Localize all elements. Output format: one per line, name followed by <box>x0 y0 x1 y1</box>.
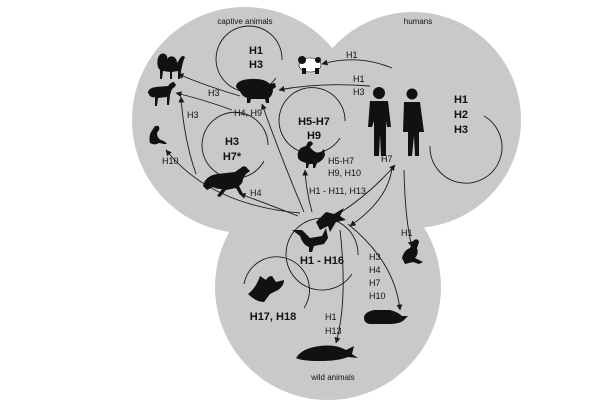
arrow-to-camel <box>177 73 241 97</box>
seal-icon <box>364 310 408 324</box>
label-to-sea-lion: H1 <box>401 228 413 238</box>
label-to-mink: H10 <box>162 156 179 166</box>
loop-horse-label-1: H3 <box>225 136 239 148</box>
sea-lion-icon <box>402 239 423 264</box>
arrow-birds-to-horse <box>239 193 299 217</box>
transmission-arrows <box>165 59 414 344</box>
label-to-chicken-2: H9, H10 <box>328 168 361 178</box>
flying-bird-icon <box>316 208 346 232</box>
loop-wild-bats-label: H17, H18 <box>250 311 296 323</box>
label-humans-to-pig-1: H1 <box>353 74 365 84</box>
loop-horse-label-2: H7* <box>223 151 242 163</box>
arrow-humans-to-pig <box>278 84 371 92</box>
arrow-to-ferret <box>178 96 197 175</box>
loop-chicken-label-2: H9 <box>307 130 321 142</box>
loop-wild-birds <box>285 217 359 291</box>
arrow-to-sea-lion <box>403 169 414 248</box>
wild-animals-label: wild animals <box>310 373 355 382</box>
label-to-chicken-1: H5-H7 <box>328 156 354 166</box>
label-to-dog: H3 <box>208 88 220 98</box>
label-to-humans: H1 - H11, H13 <box>309 186 366 196</box>
whale-icon <box>296 345 358 361</box>
arrow-humans-to-panda <box>321 59 393 69</box>
label-birds-to-humans: H7 <box>381 154 393 164</box>
loop-humans-label-2: H2 <box>454 109 468 121</box>
label-to-seal-4: H10 <box>369 291 386 301</box>
label-pig-from-birds: H4, H9 <box>234 108 262 118</box>
label-to-seal-1: H3 <box>369 252 381 262</box>
duck-icon <box>292 228 328 252</box>
loop-humans-label-1: H1 <box>454 94 468 106</box>
label-to-ferret: H3 <box>187 110 199 120</box>
label-to-panda: H1 <box>346 50 358 60</box>
arrow-birds-to-pig <box>261 103 305 213</box>
arrow-to-dog <box>175 91 233 111</box>
label-to-seal-3: H7 <box>369 278 381 288</box>
horse-icon <box>203 166 250 197</box>
loop-chicken-label-1: H5-H7 <box>298 116 330 128</box>
arrow-to-seal <box>347 223 403 311</box>
arrow-birds-to-chicken <box>302 169 313 213</box>
arrow-humans-to-birds <box>349 167 393 227</box>
arrow-birds-to-humans <box>339 164 396 214</box>
man-icon <box>368 87 391 156</box>
loop-pig-label-2: H3 <box>249 59 263 71</box>
pig-icon <box>236 78 276 103</box>
label-to-horse: H4 <box>250 188 262 198</box>
loop-wild-birds-label: H1 - H16 <box>300 255 344 267</box>
label-to-whale-1: H1 <box>325 312 337 322</box>
loop-wild-bats <box>243 256 310 309</box>
loop-pig-label-1: H1 <box>249 45 263 57</box>
bat-icon <box>248 276 284 302</box>
loop-humans <box>429 115 503 184</box>
camel-icon <box>157 53 185 79</box>
loop-humans-label-3: H3 <box>454 124 468 136</box>
label-to-seal-2: H4 <box>369 265 381 275</box>
chicken-icon <box>297 141 325 168</box>
label-humans-to-pig-2: H3 <box>353 87 365 97</box>
wild-animals-region <box>215 174 441 400</box>
captive-animals-label: captive animals <box>217 17 272 26</box>
dog-icon <box>148 82 176 106</box>
panda-icon <box>298 56 322 74</box>
ferret-icon <box>149 125 167 145</box>
woman-icon <box>403 88 424 156</box>
arrow-to-whale <box>334 229 344 344</box>
label-to-whale-2: H13 <box>325 326 342 336</box>
humans-label: humans <box>404 17 432 26</box>
region-circles <box>132 7 521 400</box>
